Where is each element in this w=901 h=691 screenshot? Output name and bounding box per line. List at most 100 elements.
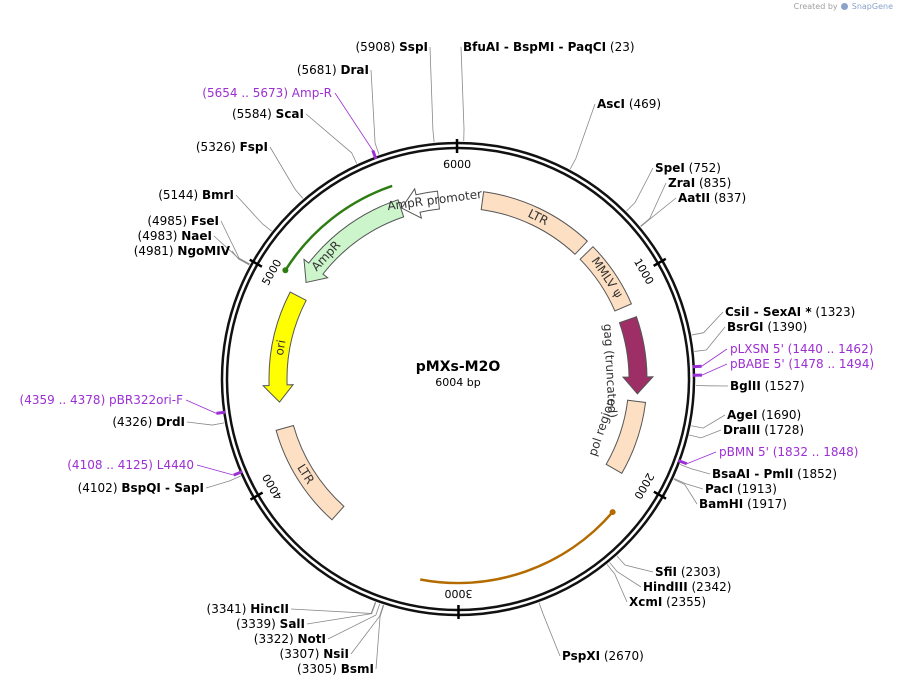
plasmid-size: 6004 bp — [435, 376, 480, 389]
site-position: (1917) — [743, 497, 787, 511]
site-bsmi[interactable]: (3305) BsmI — [297, 662, 374, 676]
snapgene-credit: Created by SnapGene — [794, 2, 893, 11]
orf-green-line — [284, 184, 393, 271]
primer-pbr322ori-f[interactable]: (4359 .. 4378) pBR322ori-F — [20, 393, 184, 407]
site-name: DrdI — [156, 415, 185, 429]
site-leader-noti — [327, 603, 381, 640]
site-leader-fsei — [220, 220, 250, 265]
site-csii[interactable]: CsiI - SexAI * (1323) — [725, 305, 855, 319]
site-leader-naei — [213, 235, 250, 265]
feature-gag-truncated[interactable] — [618, 316, 655, 395]
site-position: (469) — [625, 97, 661, 111]
site-paci[interactable]: PacI (1913) — [705, 482, 777, 496]
site-bsaai[interactable]: BsaAI - PmlI (1852) — [712, 467, 837, 481]
feature-ltr[interactable] — [480, 191, 589, 255]
site-name: - PmlI — [750, 467, 793, 481]
site-fspi[interactable]: (5326) FspI — [196, 140, 268, 154]
primer-l4440[interactable]: (4108 .. 4125) L4440 — [67, 458, 194, 472]
tick-mark-1000 — [653, 257, 667, 267]
site-name: BglII — [730, 379, 761, 393]
orfs — [282, 184, 616, 585]
site-nsii[interactable]: (3307) NsiI — [280, 647, 349, 661]
primer-mark-pbr322ori-f — [216, 410, 226, 415]
site-sspi[interactable]: (5908) SspI — [355, 40, 428, 54]
site-drai[interactable]: (5681) DraI — [297, 63, 369, 77]
primers: (5654 .. 5673) Amp-R pLXSN 5' (1440 .. 14… — [20, 86, 874, 477]
site-noti[interactable]: (3322) NotI — [254, 632, 326, 646]
site-bfuai[interactable]: BfuAI - BspMI - PaqCI (23) — [463, 40, 635, 54]
site-name: FspI — [240, 140, 268, 154]
site-naei[interactable]: (4983) NaeI — [138, 229, 212, 243]
site-drdi[interactable]: (4326) DrdI — [112, 415, 185, 429]
site-name: DraI — [341, 63, 369, 77]
tick-label-4000: 4000 — [260, 471, 285, 502]
feature-pol-region[interactable] — [605, 399, 647, 474]
feature-ori[interactable] — [261, 291, 307, 403]
site-name: BamHI — [699, 497, 743, 511]
plasmid-name: pMXs-M2O — [416, 359, 501, 375]
primer-amp-r[interactable]: (5654 .. 5673) Amp-R — [202, 86, 332, 100]
site-name: BspQI — [121, 481, 161, 495]
site-name: - PaqCI — [554, 40, 606, 54]
orf-orange-line — [419, 511, 614, 585]
site-draiii[interactable]: DraIII (1728) — [723, 423, 804, 437]
site-name: NaeI — [181, 229, 212, 243]
site-name: BmrI — [202, 188, 234, 202]
site-position: (4983) — [138, 229, 182, 243]
site-name: XcmI — [629, 595, 662, 609]
orf-orange-head — [609, 509, 616, 516]
site-position: (4981) — [134, 244, 178, 258]
site-hindiii[interactable]: HindIII (2342) — [643, 580, 731, 594]
tick-mark-5000 — [249, 258, 263, 268]
orf-green-head — [282, 267, 289, 274]
site-aatii[interactable]: AatII (837) — [678, 191, 746, 205]
primer-leader-l4440 — [196, 464, 234, 476]
site-leader-bfuai — [460, 46, 465, 142]
site-position: (835) — [695, 176, 731, 190]
site-xcmi[interactable]: XcmI (2355) — [629, 595, 706, 609]
site-position: (4102) — [78, 481, 122, 495]
site-zrai[interactable]: ZraI (835) — [668, 176, 731, 190]
site-position: (3341) — [207, 602, 251, 616]
site-ngomiv[interactable]: (4981) NgoMIV — [134, 244, 231, 258]
site-leader-bsmi — [375, 605, 385, 670]
site-asci[interactable]: AscI (469) — [597, 97, 661, 111]
feature-mmlv[interactable] — [579, 245, 633, 312]
snapgene-logo-icon — [841, 3, 849, 10]
site-leader-hincii — [290, 602, 376, 614]
site-name: AscI — [597, 97, 625, 111]
site-sfii[interactable]: SfiI (2303) — [655, 565, 721, 579]
site-leader-bsaai — [679, 464, 711, 475]
site-bmri[interactable]: (5144) BmrI — [158, 188, 234, 202]
site-pspxi[interactable]: PspXI (2670) — [562, 649, 644, 663]
site-name: - BspMI — [500, 40, 555, 54]
feature-ltr[interactable] — [275, 424, 345, 521]
site-agei[interactable]: AgeI (1690) — [727, 408, 801, 422]
site-bspqi[interactable]: (4102) BspQI - SapI — [78, 481, 204, 495]
site-name: FseI — [191, 214, 219, 228]
site-leader-aatii — [640, 197, 677, 227]
site-spei[interactable]: SpeI (752) — [655, 161, 721, 175]
site-position: (2670) — [600, 649, 644, 663]
primer-plxsn-5[interactable]: pLXSN 5' (1440 .. 1462) — [730, 342, 873, 356]
site-bsrgi[interactable]: BsrGI (1390) — [727, 320, 807, 334]
site-position: (2342) — [688, 580, 732, 594]
primer-pbabe-5[interactable]: pBABE 5' (1478 .. 1494) — [730, 357, 874, 371]
site-name: BsmI — [341, 662, 374, 676]
primer-mark-l4440 — [233, 470, 243, 477]
site-leader-ngomiv — [231, 250, 250, 266]
site-bamhi[interactable]: BamHI (1917) — [699, 497, 787, 511]
feature-ampr-promoter[interactable] — [400, 187, 440, 220]
site-leader-agei — [691, 414, 726, 429]
site-leader-drai — [370, 69, 380, 155]
feature-ampr[interactable] — [303, 199, 405, 284]
site-fsei[interactable]: (4985) FseI — [147, 214, 219, 228]
primer-pbmn-5[interactable]: pBMN 5' (1832 .. 1848) — [719, 445, 858, 459]
site-hincii[interactable]: (3341) HincII — [207, 602, 289, 616]
site-position: (2303) — [677, 565, 721, 579]
site-position: (4326) — [112, 415, 156, 429]
site-bglii[interactable]: BglII (1527) — [730, 379, 805, 393]
site-scai[interactable]: (5584) ScaI — [232, 107, 304, 121]
primer-mark-amp-r — [371, 149, 378, 160]
site-sali[interactable]: (3339) SalI — [236, 617, 305, 631]
